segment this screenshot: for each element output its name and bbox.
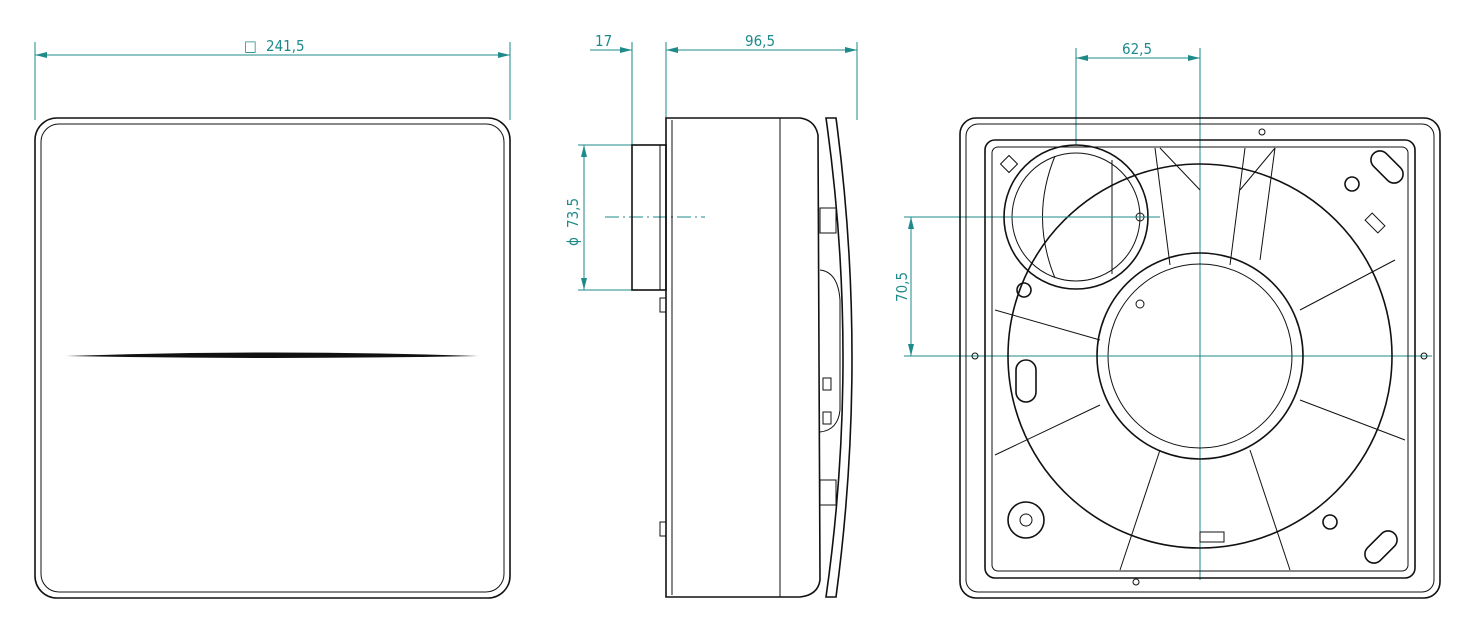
housing-tab-1 xyxy=(659,297,667,313)
cover-inner-bulge xyxy=(819,269,841,433)
rear-frame-inner-edge xyxy=(991,146,1409,572)
front-panel-outline xyxy=(34,117,511,599)
rear-vertical-arrow-bottom xyxy=(908,344,914,356)
cover-clip-top xyxy=(819,207,837,234)
rear-slot-bottom-right xyxy=(1364,530,1398,564)
diameter-label: 73,5 xyxy=(564,198,582,228)
front-light-slot xyxy=(66,352,478,358)
rear-slot-left xyxy=(1015,359,1037,403)
rear-frame-outer-inner xyxy=(965,123,1435,593)
cover-latch-1 xyxy=(822,377,832,391)
diameter-symbol: ϕ xyxy=(564,237,582,246)
diameter-arrow-bottom xyxy=(581,278,587,290)
cover-latch-2 xyxy=(822,411,832,425)
rear-screw-hole-2 xyxy=(1016,282,1032,298)
housing-body-outline xyxy=(665,117,821,598)
front-width-arrow-right xyxy=(498,52,510,58)
rear-tab-top-left xyxy=(999,154,1019,174)
housing-tab-2 xyxy=(659,521,667,537)
rear-cable-grommet xyxy=(1007,501,1045,539)
rear-bottom-pin xyxy=(1132,578,1140,586)
front-panel-inner-edge xyxy=(40,123,505,593)
front-cover-profile xyxy=(825,117,853,598)
rear-top-pin xyxy=(1258,128,1266,136)
rear-offset-arrow-left xyxy=(1076,55,1088,61)
rear-ribs xyxy=(994,147,1406,571)
cover-clip-bottom xyxy=(819,479,837,506)
front-square-symbol: □ xyxy=(244,37,257,55)
rear-vertical-offset-label: 70,5 xyxy=(893,272,911,302)
rear-vertical-arrow-top xyxy=(908,217,914,229)
diameter-arrow-top xyxy=(581,145,587,157)
rear-tab-right xyxy=(1364,212,1386,234)
rear-slot-top-right xyxy=(1370,150,1404,184)
rear-cable-grommet-center xyxy=(1019,513,1033,527)
rear-screw-hole-1 xyxy=(1344,176,1360,192)
rear-screw-hole-3 xyxy=(1322,514,1338,530)
spigot-arrow xyxy=(620,47,632,53)
rear-view: 62,5 70,5 xyxy=(893,40,1441,599)
rear-outer-ring xyxy=(1007,163,1393,549)
spigot-length-label: 17 xyxy=(595,32,612,50)
rear-right-pin xyxy=(1420,352,1428,360)
side-view: 17 96,5 ϕ 73,5 xyxy=(564,32,858,598)
front-width-label: 241,5 xyxy=(266,37,305,55)
rear-offset-arrow-right xyxy=(1188,55,1200,61)
front-width-arrow-left xyxy=(35,52,47,58)
depth-label: 96,5 xyxy=(745,32,775,50)
rear-motor-hub xyxy=(1096,252,1304,460)
depth-arrow-left xyxy=(666,47,678,53)
depth-arrow-right xyxy=(845,47,857,53)
front-view: □ 241,5 xyxy=(34,37,511,599)
rear-horizontal-offset-label: 62,5 xyxy=(1122,40,1152,58)
rear-tab-bottom xyxy=(1199,531,1225,543)
rear-small-hole xyxy=(1135,299,1145,309)
rear-frame-inner xyxy=(984,139,1416,579)
rear-frame-outer xyxy=(959,117,1441,599)
rear-left-pin xyxy=(971,352,979,360)
